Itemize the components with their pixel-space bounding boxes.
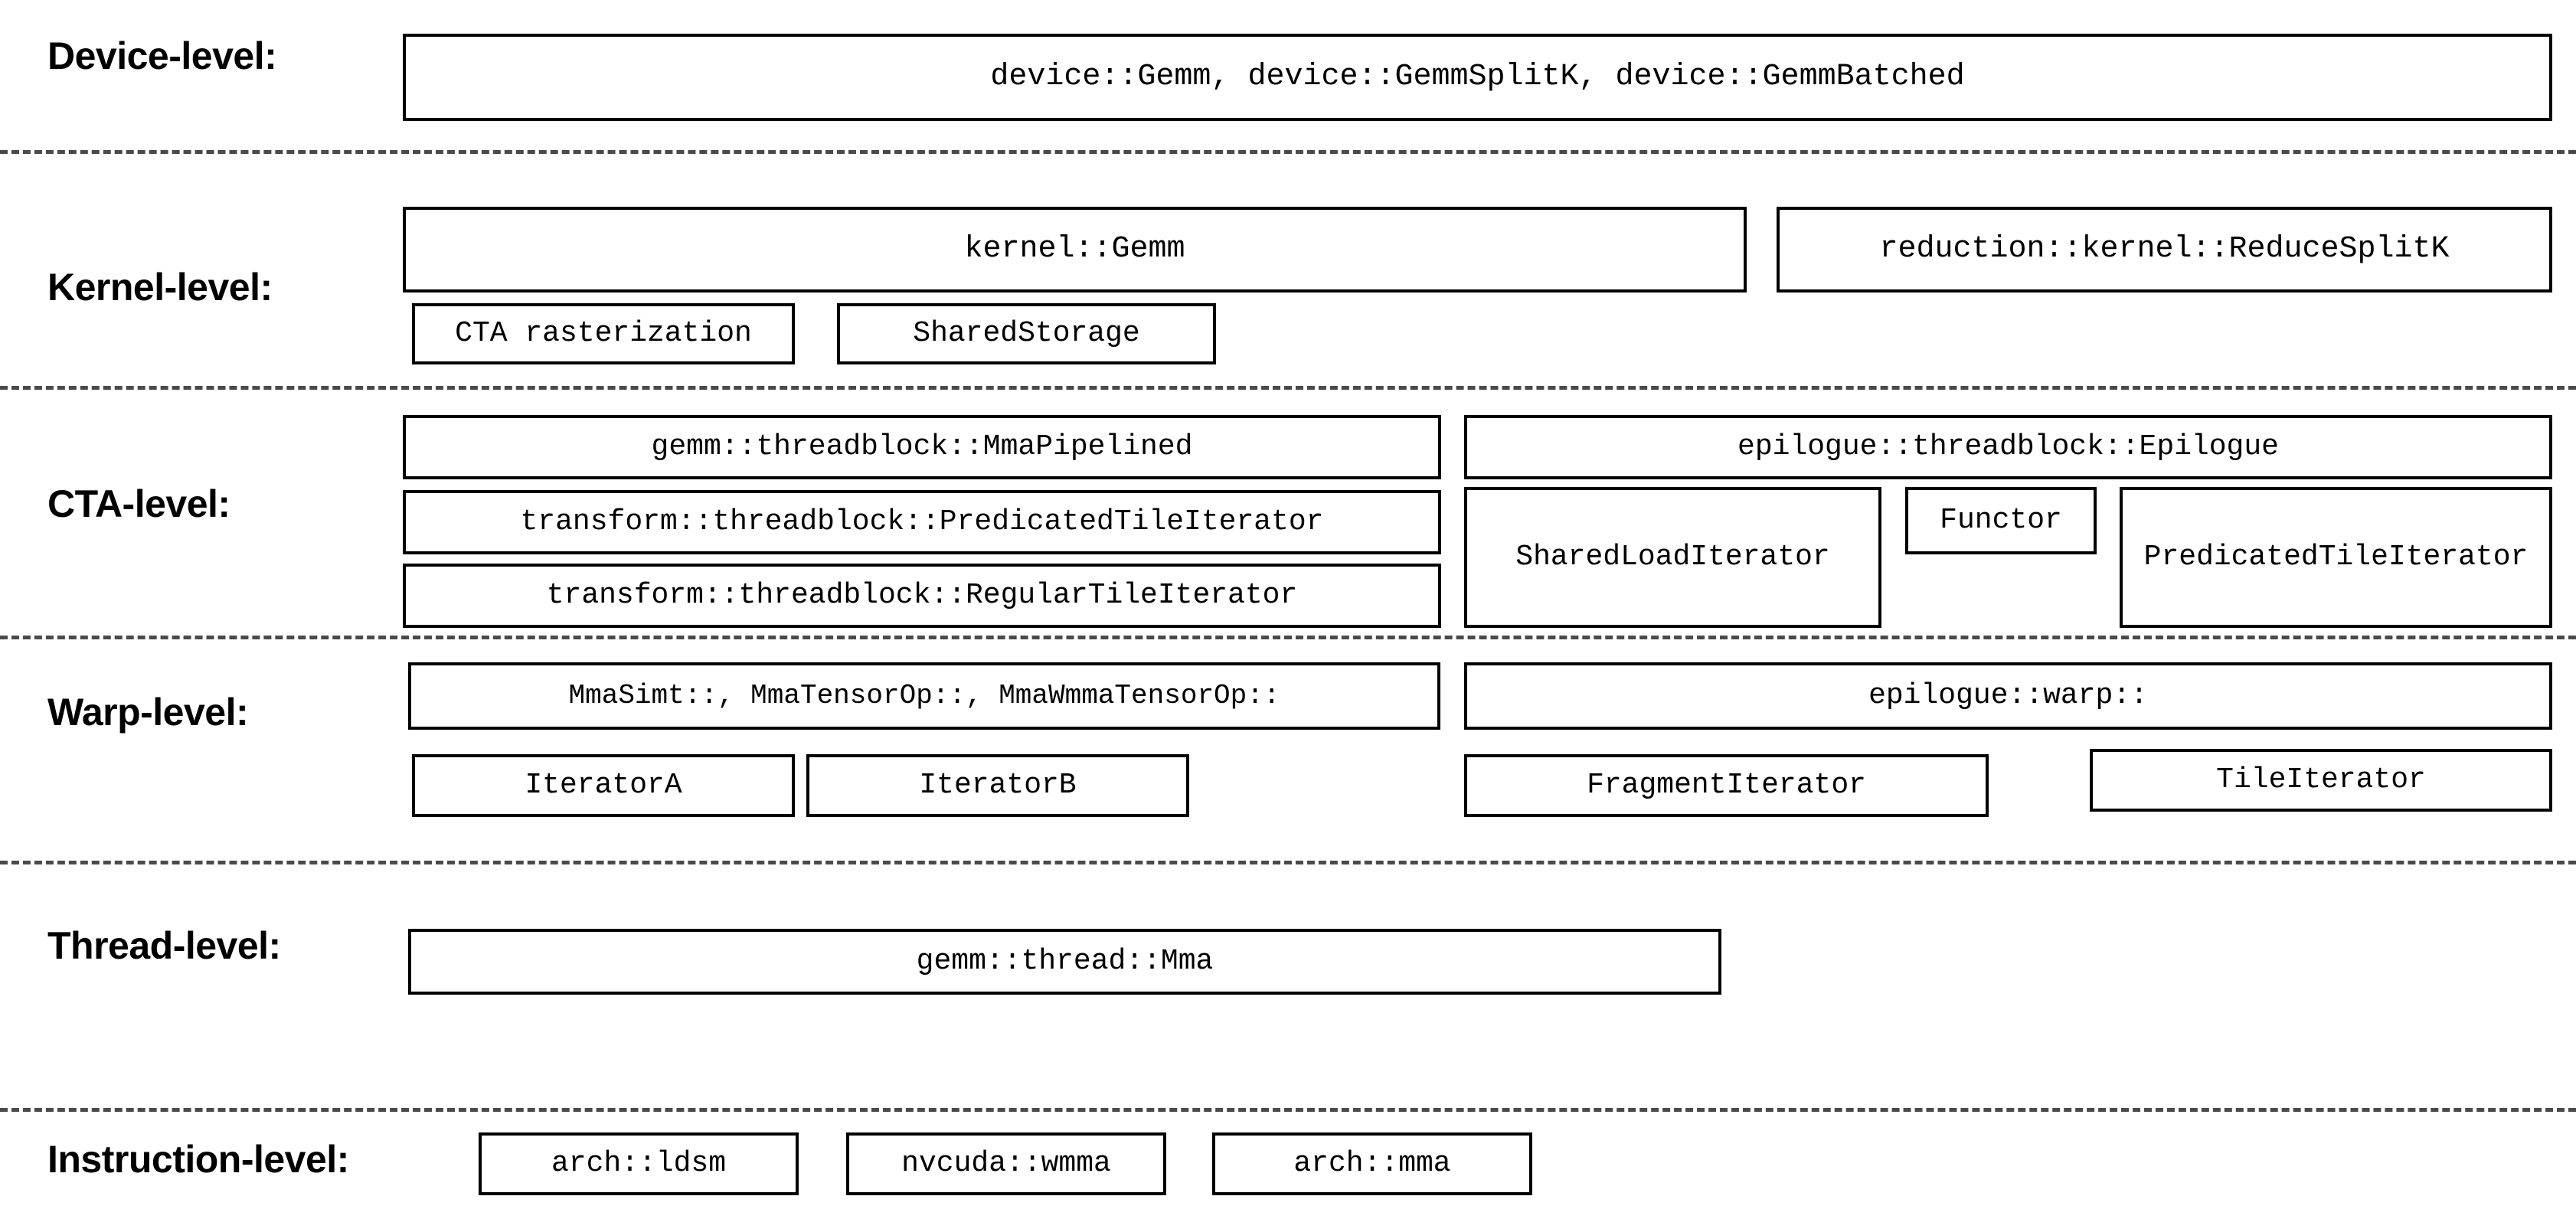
box-fragment-iterator[interactable]: FragmentIterator xyxy=(1464,754,1989,817)
divider-warp-thread xyxy=(0,861,2576,864)
box-reduction-reduce-splitk[interactable]: reduction::kernel::ReduceSplitK xyxy=(1777,207,2552,292)
row-label-warp: Warp-level: xyxy=(47,691,249,734)
divider-cta-warp xyxy=(0,636,2576,639)
row-label-cta: CTA-level: xyxy=(47,482,230,525)
box-transform-threadblock-regulartileiterator[interactable]: transform::threadblock::RegularTileItera… xyxy=(403,564,1441,628)
box-iterator-b[interactable]: IteratorB xyxy=(806,754,1189,817)
box-transform-threadblock-predicatedtileiterator[interactable]: transform::threadblock::PredicatedTileIt… xyxy=(403,490,1441,554)
box-functor[interactable]: Functor xyxy=(1905,487,2097,554)
box-warp-mma-ops[interactable]: MmaSimt::, MmaTensorOp::, MmaWmmaTensorO… xyxy=(408,662,1440,730)
row-label-kernel: Kernel-level: xyxy=(47,266,273,309)
box-shared-storage[interactable]: SharedStorage xyxy=(837,303,1216,364)
box-epilogue-warp[interactable]: epilogue::warp:: xyxy=(1464,662,2552,730)
box-epilogue-predicatedtileiterator[interactable]: PredicatedTileIterator xyxy=(2120,487,2552,628)
divider-kernel-cta xyxy=(0,386,2576,390)
divider-thread-instruction xyxy=(0,1108,2576,1112)
row-label-instruction: Instruction-level: xyxy=(47,1138,349,1181)
row-label-device: Device-level: xyxy=(47,34,277,77)
row-label-thread: Thread-level: xyxy=(47,924,281,967)
box-tile-iterator[interactable]: TileIterator xyxy=(2090,749,2552,812)
box-iterator-a[interactable]: IteratorA xyxy=(412,754,795,817)
box-cta-rasterization[interactable]: CTA rasterization xyxy=(412,303,795,364)
box-device-gemm[interactable]: device::Gemm, device::GemmSplitK, device… xyxy=(403,34,2552,121)
box-gemm-threadblock-mmapipelined[interactable]: gemm::threadblock::MmaPipelined xyxy=(403,415,1441,479)
divider-device-kernel xyxy=(0,150,2576,154)
box-kernel-gemm[interactable]: kernel::Gemm xyxy=(403,207,1747,292)
box-nvcuda-wmma[interactable]: nvcuda::wmma xyxy=(846,1132,1166,1195)
box-arch-mma[interactable]: arch::mma xyxy=(1212,1132,1532,1195)
box-sharedloaditerator[interactable]: SharedLoadIterator xyxy=(1464,487,1881,628)
box-arch-ldsm[interactable]: arch::ldsm xyxy=(479,1132,799,1195)
box-gemm-thread-mma[interactable]: gemm::thread::Mma xyxy=(408,929,1721,995)
box-epilogue-threadblock-epilogue[interactable]: epilogue::threadblock::Epilogue xyxy=(1464,415,2552,479)
